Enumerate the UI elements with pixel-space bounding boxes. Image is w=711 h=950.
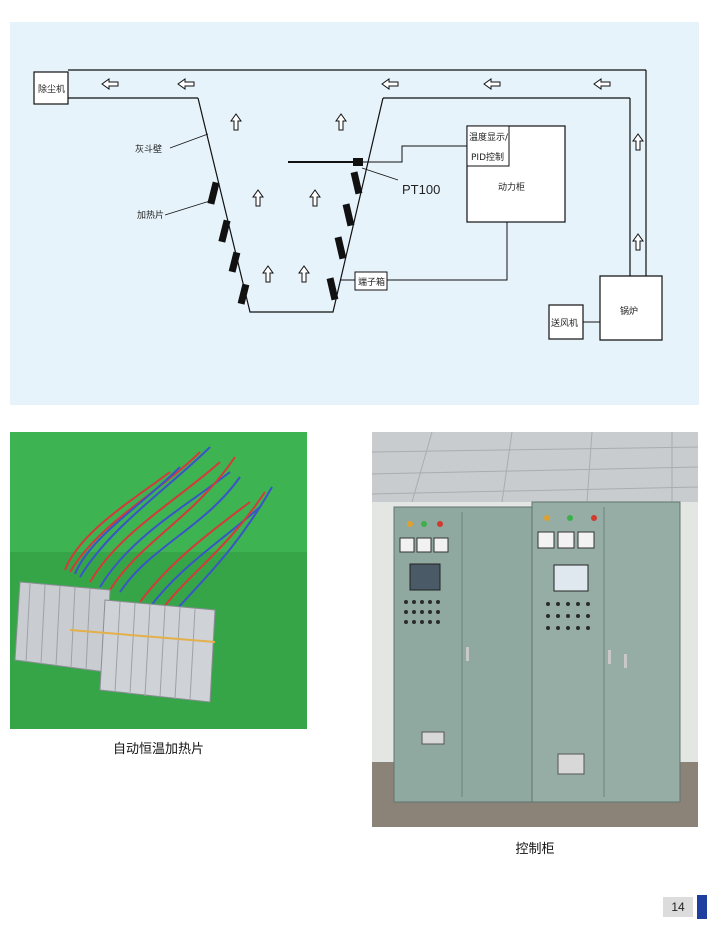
flow-arrow-up	[310, 190, 320, 206]
pt100-label: PT100	[402, 182, 440, 197]
flow-arrow-up	[231, 114, 241, 130]
flow-arrow-left	[178, 79, 194, 89]
hopper-wall-label: 灰斗壁	[135, 143, 162, 155]
cabinet-caption: 控制柜	[372, 838, 698, 857]
flow-arrow-up	[299, 266, 309, 282]
furnace-label: 锅炉	[620, 305, 638, 317]
flow-arrow-left	[594, 79, 610, 89]
control-cabinet-photo	[372, 432, 698, 827]
page-accent-bar	[697, 895, 707, 919]
heater-plate-label: 加热片	[137, 209, 164, 221]
terminal-box-label: 端子箱	[358, 276, 385, 288]
flow-arrow-up	[253, 190, 263, 206]
flow-arrow-left	[102, 79, 118, 89]
heater-plates-photo	[10, 432, 307, 729]
diagram-svg: 除尘机 灰斗壁	[10, 22, 699, 405]
page-number: 14	[663, 897, 693, 917]
power-cabinet-label: 动力柜	[498, 181, 525, 193]
blower-label: 送风机	[551, 317, 578, 329]
flow-arrow-left	[382, 79, 398, 89]
dust-collector-label: 除尘机	[38, 83, 65, 95]
flow-arrow-left	[484, 79, 500, 89]
flow-arrow-up	[336, 114, 346, 130]
temp-display-label: 温度显示/	[469, 131, 509, 143]
flow-arrow-up	[633, 134, 643, 150]
system-diagram: 除尘机 灰斗壁	[10, 22, 699, 405]
heater-caption: 自动恒温加热片	[10, 738, 307, 757]
pid-control-label: PID控制	[471, 151, 504, 163]
flow-arrow-up	[633, 234, 643, 250]
flow-arrow-up	[263, 266, 273, 282]
